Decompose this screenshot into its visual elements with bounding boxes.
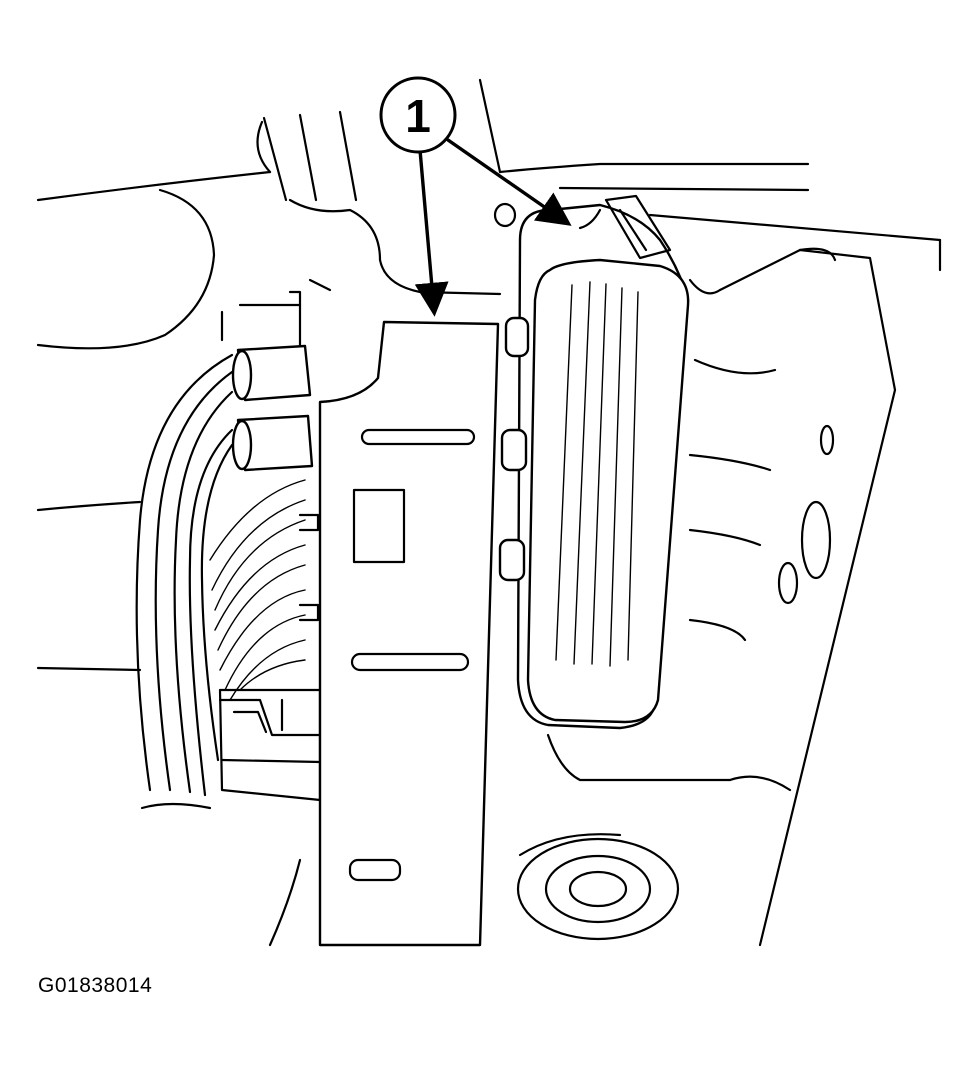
- round-connectors: [231, 344, 314, 472]
- mounting-bracket: [318, 320, 500, 947]
- callout-1: 1: [379, 76, 572, 317]
- callout-circle: [379, 76, 457, 154]
- mounting-boss: [516, 833, 680, 941]
- control-module: [493, 194, 690, 730]
- background-structure: [36, 78, 942, 947]
- wiring-harness: [135, 278, 332, 802]
- figure-id: G01838014: [38, 974, 153, 997]
- callout-label: 1: [405, 90, 431, 142]
